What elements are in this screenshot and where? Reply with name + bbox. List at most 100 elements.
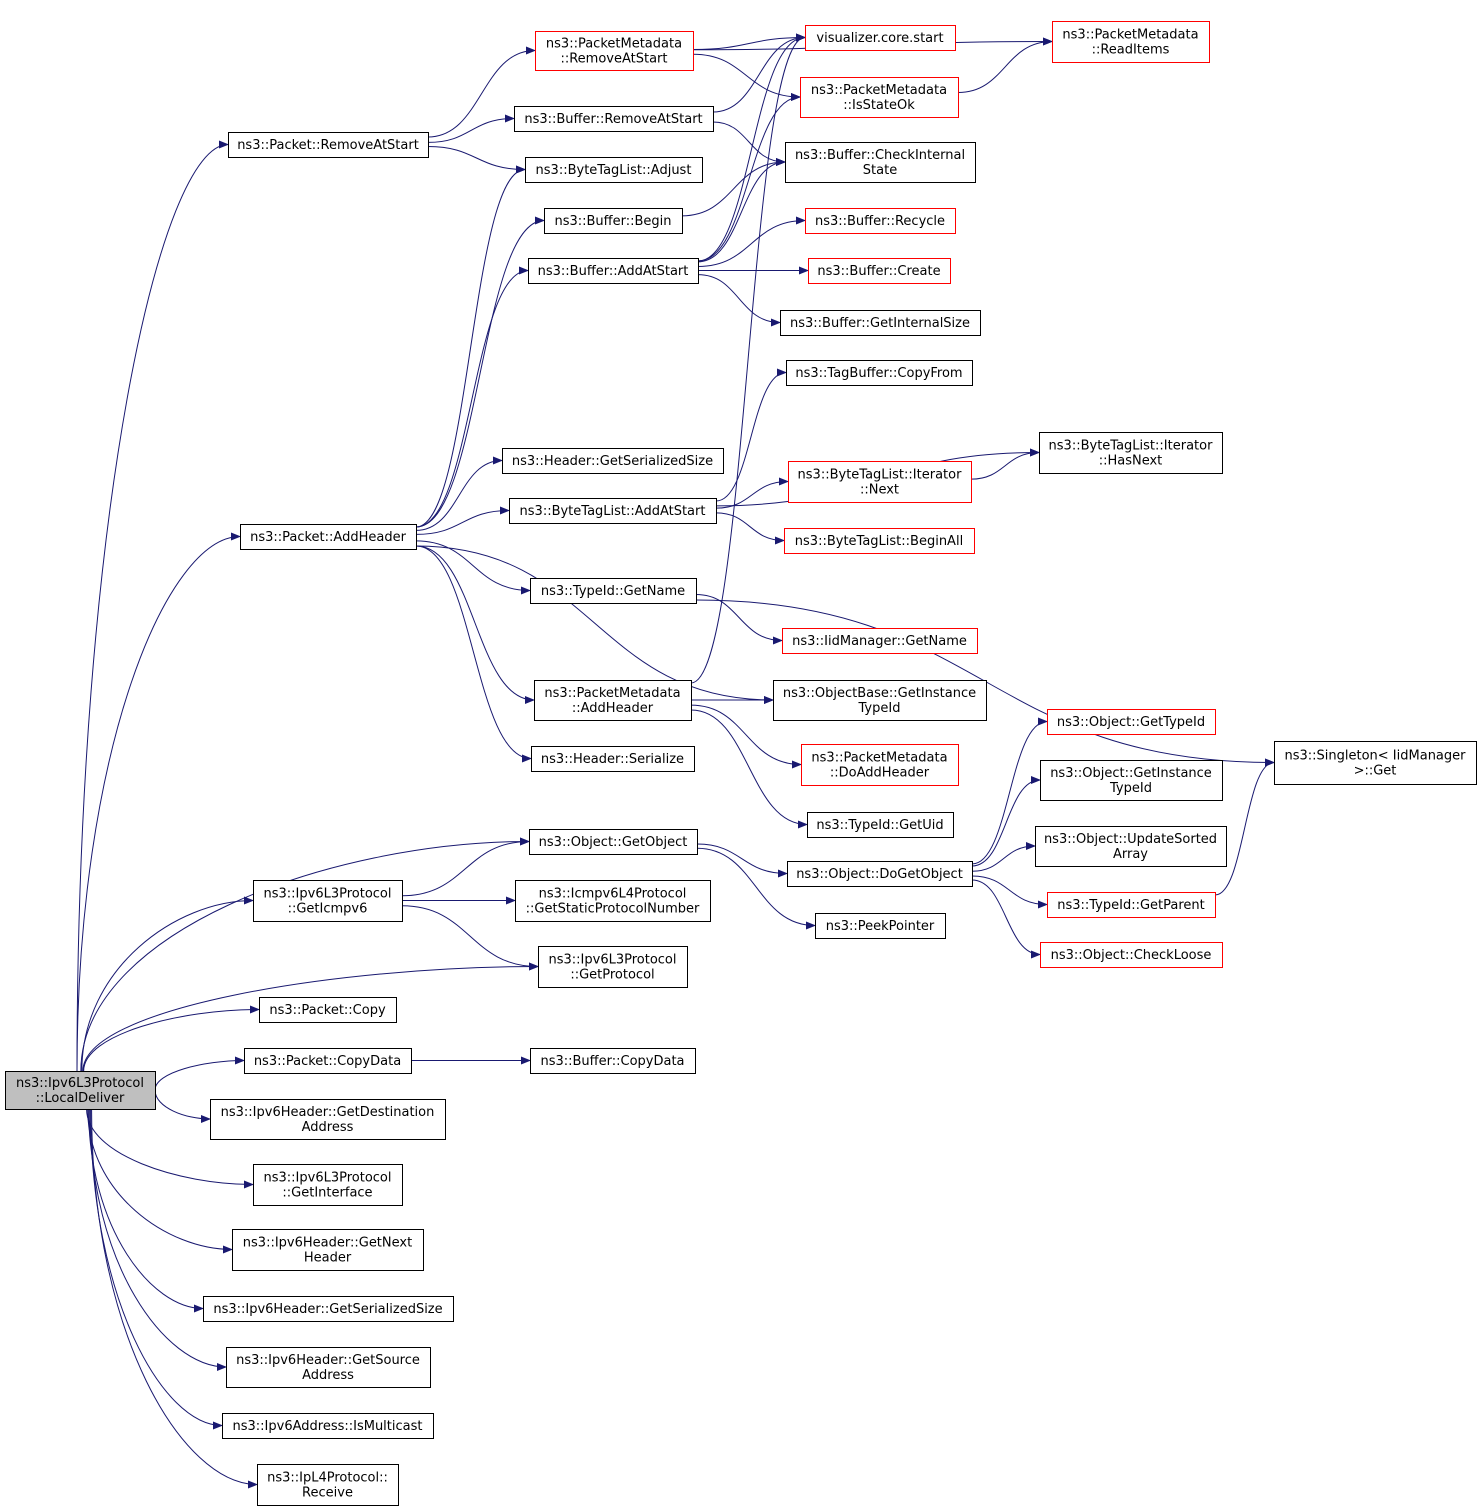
node-label-line: ns3::PacketMetadata bbox=[544, 686, 680, 701]
node-btl-addatstart[interactable]: ns3::ByteTagList::AddAtStart bbox=[509, 498, 717, 524]
node-box bbox=[1040, 942, 1223, 968]
node-obj-gettypeid[interactable]: ns3::Object::GetTypeId bbox=[1047, 709, 1216, 735]
node-ipl4-receive[interactable]: ns3::IpL4Protocol::Receive bbox=[257, 1464, 399, 1506]
node-obj-getobject[interactable]: ns3::Object::GetObject bbox=[529, 829, 698, 855]
node-box bbox=[784, 528, 975, 554]
node-label-line: ns3::TypeId::GetUid bbox=[816, 818, 943, 833]
node-box bbox=[1047, 892, 1216, 918]
call-edge-pm_removeatstart-to-pm_isstateok bbox=[692, 53, 801, 101]
node-label-line: ns3::ObjectBase::GetInstance bbox=[783, 686, 976, 701]
node-label-line: Receive bbox=[302, 1486, 353, 1501]
node-box bbox=[787, 861, 973, 887]
node-label-line: ns3::IpL4Protocol:: bbox=[267, 1471, 388, 1486]
node-singleton-get[interactable]: ns3::Singleton< IidManager>::Get bbox=[1274, 741, 1477, 785]
node-pm-doaddheader[interactable]: ns3::PacketMetadata::DoAddHeader bbox=[801, 744, 959, 786]
node-pm-removeatstart[interactable]: ns3::PacketMetadata::RemoveAtStart bbox=[535, 31, 694, 71]
node-obj-dogetobject[interactable]: ns3::Object::DoGetObject bbox=[787, 861, 973, 887]
node-buf-create[interactable]: ns3::Buffer::Create bbox=[808, 258, 951, 284]
call-edge-btl_addatstart-to-btl_beginall bbox=[715, 512, 785, 545]
node-label-line: ::GetProtocol bbox=[570, 968, 654, 983]
call-edge-pkt_addheader-to-hdr_getserializedsize bbox=[415, 456, 503, 531]
node-peekpointer[interactable]: ns3::PeekPointer bbox=[815, 913, 946, 939]
call-edge-obj_dogetobject-to-obj_updatesortedarray bbox=[971, 842, 1036, 872]
node-iidmgr-getname[interactable]: ns3::IidManager::GetName bbox=[782, 628, 978, 654]
node-pm-isstateok[interactable]: ns3::PacketMetadata::IsStateOk bbox=[800, 77, 959, 118]
call-edge-obj_dogetobject-to-obj_gettypeid bbox=[971, 717, 1048, 865]
node-localdeliver: ns3::Ipv6L3Protocol::LocalDeliver bbox=[5, 1071, 156, 1110]
node-typeid-getparent[interactable]: ns3::TypeId::GetParent bbox=[1047, 892, 1216, 918]
node-pkt-removeatstart[interactable]: ns3::Packet::RemoveAtStart bbox=[228, 132, 429, 158]
node-box bbox=[1052, 21, 1210, 63]
node-label-line: ns3::Ipv6L3Protocol bbox=[264, 1171, 392, 1186]
node-box bbox=[525, 157, 703, 183]
node-btli-hasnext[interactable]: ns3::ByteTagList::Iterator::HasNext bbox=[1039, 432, 1223, 474]
node-box bbox=[253, 1164, 403, 1206]
node-box bbox=[259, 997, 397, 1023]
node-label-line: ::ReadItems bbox=[1092, 43, 1170, 58]
node-tagbuf-copyfrom[interactable]: ns3::TagBuffer::CopyFrom bbox=[786, 360, 973, 386]
node-label-line: ns3::TagBuffer::CopyFrom bbox=[795, 366, 962, 381]
node-label-line: ns3::Buffer::Begin bbox=[554, 214, 671, 229]
call-edge-pkt_addheader-to-btl_addatstart bbox=[415, 506, 510, 535]
node-icmpv6l4-getstaticprotocolnumber[interactable]: ns3::Icmpv6L4Protocol::GetStaticProtocol… bbox=[515, 880, 711, 922]
node-box bbox=[780, 310, 981, 336]
node-ipv6hdr-getserializedsize[interactable]: ns3::Ipv6Header::GetSerializedSize bbox=[203, 1296, 454, 1322]
node-typeid-getuid[interactable]: ns3::TypeId::GetUid bbox=[807, 812, 954, 838]
node-buf-addatstart[interactable]: ns3::Buffer::AddAtStart bbox=[528, 258, 699, 284]
node-buf-begin[interactable]: ns3::Buffer::Begin bbox=[544, 208, 683, 234]
node-ipv6l3-getinterface[interactable]: ns3::Ipv6L3Protocol::GetInterface bbox=[253, 1164, 403, 1206]
node-buf-removeatstart[interactable]: ns3::Buffer::RemoveAtStart bbox=[514, 106, 714, 132]
node-ipv6addr-ismulticast[interactable]: ns3::Ipv6Address::IsMulticast bbox=[222, 1413, 434, 1439]
call-edge-buf_addatstart-to-buf_checkinternal bbox=[697, 158, 786, 263]
node-hdr-getserializedsize[interactable]: ns3::Header::GetSerializedSize bbox=[502, 448, 724, 474]
call-edge-buf_addatstart-to-buf_recycle bbox=[697, 216, 806, 267]
node-label-line: ::LocalDeliver bbox=[36, 1091, 125, 1106]
node-label-line: ns3::PacketMetadata bbox=[546, 37, 682, 52]
node-ipv6l3-getprotocol[interactable]: ns3::Ipv6L3Protocol::GetProtocol bbox=[538, 946, 688, 988]
call-edge-pkt_addheader-to-hdr_serialize bbox=[415, 545, 532, 763]
node-pkt-copy[interactable]: ns3::Packet::Copy bbox=[259, 997, 397, 1023]
node-box bbox=[203, 1296, 454, 1322]
node-pm-addheader[interactable]: ns3::PacketMetadata::AddHeader bbox=[534, 680, 692, 721]
call-edge-pm_removeatstart-to-viz_start bbox=[692, 33, 806, 50]
node-viz-start[interactable]: visualizer.core.start bbox=[805, 25, 956, 51]
node-label-line: ns3::Buffer::CheckInternal bbox=[795, 148, 965, 163]
call-edge-pkt_removeatstart-to-buf_removeatstart bbox=[427, 114, 515, 143]
node-pm-readitems[interactable]: ns3::PacketMetadata::ReadItems bbox=[1052, 21, 1210, 63]
node-label-line: ns3::Ipv6Header::GetSerializedSize bbox=[213, 1302, 442, 1317]
call-edge-buf_addatstart-to-buf_getinternalsize bbox=[697, 274, 781, 327]
node-hdr-serialize[interactable]: ns3::Header::Serialize bbox=[531, 746, 695, 772]
call-edge-pm_addheader-to-viz_start bbox=[690, 33, 806, 684]
node-box bbox=[773, 680, 987, 721]
node-buf-copydata[interactable]: ns3::Buffer::CopyData bbox=[530, 1048, 696, 1074]
call-edge-typeid_getname-to-iidmgr_getname bbox=[695, 594, 783, 645]
node-ipv6l3-geticmpv6[interactable]: ns3::Ipv6L3Protocol::GetIcmpv6 bbox=[253, 880, 403, 922]
call-edge-typeid_getparent-to-singleton_get bbox=[1214, 758, 1275, 896]
node-btl-beginall[interactable]: ns3::ByteTagList::BeginAll bbox=[784, 528, 975, 554]
node-label-line: ns3::Header::Serialize bbox=[541, 752, 684, 767]
node-label-line: ns3::Object::CheckLoose bbox=[1051, 948, 1212, 963]
call-edge-localdeliver-to-obj_getobject bbox=[80, 837, 530, 1072]
node-label-line: ns3::Buffer::GetInternalSize bbox=[790, 316, 970, 331]
node-btl-adjust[interactable]: ns3::ByteTagList::Adjust bbox=[525, 157, 703, 183]
node-label-line: ns3::Ipv6Header::GetDestination bbox=[221, 1105, 435, 1120]
node-box bbox=[801, 744, 959, 786]
node-label-line: ns3::Ipv6L3Protocol bbox=[16, 1076, 144, 1091]
call-edge-pkt_addheader-to-btl_adjust bbox=[415, 165, 526, 528]
node-pkt-addheader[interactable]: ns3::Packet::AddHeader bbox=[240, 524, 417, 550]
node-buf-getinternalsize[interactable]: ns3::Buffer::GetInternalSize bbox=[780, 310, 981, 336]
node-box bbox=[240, 524, 417, 550]
node-obj-checkloose[interactable]: ns3::Object::CheckLoose bbox=[1040, 942, 1223, 968]
node-buf-recycle[interactable]: ns3::Buffer::Recycle bbox=[805, 208, 956, 234]
node-pkt-copydata[interactable]: ns3::Packet::CopyData bbox=[244, 1048, 412, 1074]
node-btli-next[interactable]: ns3::ByteTagList::Iterator::Next bbox=[788, 461, 972, 503]
node-typeid-getname[interactable]: ns3::TypeId::GetName bbox=[530, 578, 697, 604]
